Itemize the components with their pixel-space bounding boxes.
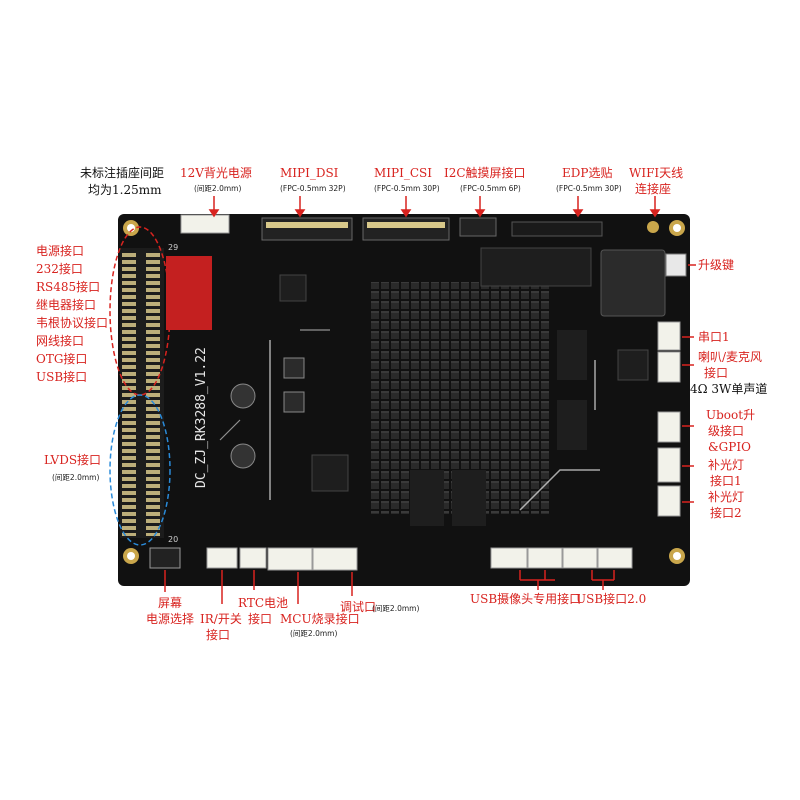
note-line1: 未标注插座间距 (80, 166, 165, 180)
label-uboot-2: 级接口 (708, 424, 745, 438)
label-edp-sub: (FPC-0.5mm 30P) (556, 184, 622, 193)
label-ir-2: 接口 (206, 628, 231, 642)
label-edp: EDP选贴 (562, 166, 613, 180)
label-12v: 12V背光电源 (180, 166, 252, 180)
label-i2c-sub: (FPC-0.5mm 6P) (460, 184, 521, 193)
label-power: 电源接口 (36, 244, 85, 258)
right-connectors (657, 321, 681, 517)
label-debug: 调试口 (340, 600, 377, 614)
blue-dashed-ellipse (109, 394, 171, 546)
conn-edp (511, 221, 603, 237)
label-debug-sub: (间距2.0mm) (372, 604, 420, 613)
label-mipi-csi-sub: (FPC-0.5mm 30P) (374, 184, 440, 193)
label-fill2-1: 补光灯 (708, 490, 745, 504)
label-fill2-2: 接口2 (710, 506, 742, 520)
label-serial-1: 串口1 (698, 330, 730, 344)
upgrade-button-part (665, 253, 687, 277)
label-relay: 继电器接口 (36, 298, 97, 312)
label-uboot-1: Uboot升 (706, 408, 756, 422)
label-uboot-3: &GPIO (708, 440, 751, 454)
label-mipi-csi: MIPI_CSI (374, 166, 432, 180)
conn-mipi-dsi (261, 217, 353, 241)
label-screen-2: 电源选择 (146, 612, 195, 626)
label-usb: USB接口 (36, 370, 88, 384)
label-fill1-2: 接口1 (710, 474, 742, 488)
pin-number-20: 20 (168, 535, 178, 544)
label-mcu-sub: (间距2.0mm) (290, 629, 338, 638)
label-mcu: MCU烧录接口 (280, 612, 360, 626)
label-wiegand: 韦根协议接口 (36, 316, 109, 330)
mounting-holes (123, 220, 685, 564)
label-ir-1: IR/开关 (200, 612, 242, 626)
wifi-antenna-conn (647, 221, 659, 233)
conn-12v (180, 214, 230, 234)
conn-i2c (459, 217, 497, 237)
label-wifi-1: WIFI天线 (629, 166, 684, 180)
note-line2: 均为1.25mm (88, 183, 162, 197)
pin-columns (122, 250, 160, 536)
label-232: 232接口 (36, 262, 83, 276)
label-upgrade-key: 升级键 (698, 258, 735, 272)
label-speaker-2: 接口 (704, 366, 729, 380)
conn-mipi-csi (362, 217, 450, 241)
label-fill1-1: 补光灯 (708, 458, 745, 472)
label-speaker-3: 4Ω 3W单声道 (690, 382, 768, 396)
label-rtc-2: 接口 (248, 612, 273, 626)
label-mipi-dsi-sub: (FPC-0.5mm 32P) (280, 184, 346, 193)
label-lvds: LVDS接口 (44, 453, 102, 467)
label-i2c: I2C触摸屏接口 (444, 166, 526, 180)
label-speaker-1: 喇叭/麦克风 (698, 350, 763, 364)
label-usb-20: USB接口2.0 (576, 592, 647, 606)
silkscreen-text: DC_ZJ_RK3288_V1.22 (194, 347, 209, 488)
label-wifi-2: 连接座 (635, 182, 672, 196)
pointer-arrows (164, 196, 696, 604)
bottom-connectors (149, 547, 633, 571)
label-lvds-sub: (间距2.0mm) (52, 473, 100, 482)
relay (166, 256, 212, 330)
label-rs485: RS485接口 (36, 280, 101, 294)
label-screen-1: 屏幕 (158, 596, 183, 610)
capacitors (230, 357, 305, 469)
label-rtc-1: RTC电池 (238, 596, 289, 610)
pin-number-29: 29 (168, 243, 178, 252)
label-otg: OTG接口 (36, 352, 88, 366)
label-usb-camera: USB摄像头专用接口 (470, 592, 582, 606)
label-12v-sub: (间距2.0mm) (194, 184, 242, 193)
label-ethernet: 网线接口 (36, 334, 85, 348)
label-mipi-dsi: MIPI_DSI (280, 166, 339, 180)
